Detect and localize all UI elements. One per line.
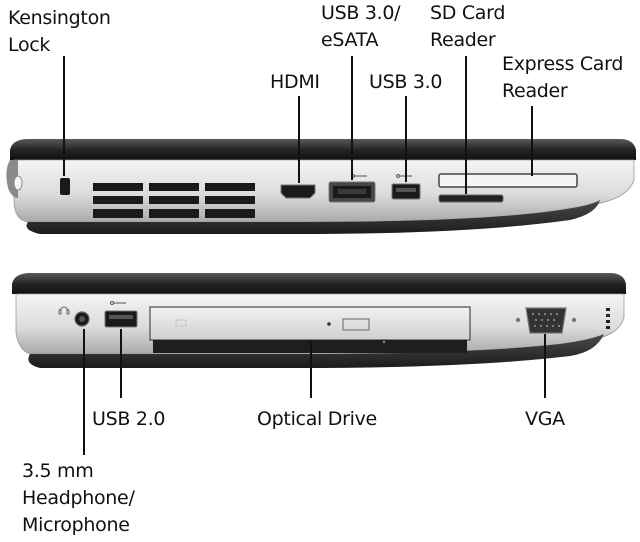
leader-lines	[63, 56, 546, 455]
headphone-icon	[58, 306, 70, 315]
optical-drive-tray	[149, 306, 471, 341]
bottom-lid	[12, 273, 626, 294]
label-vga: VGA	[525, 408, 565, 430]
usb-trident-icon	[110, 301, 126, 305]
label-hdmi: HDMI	[270, 71, 320, 93]
kensington-lock-icon	[60, 178, 70, 195]
label-optical-drive: Optical Drive	[257, 408, 377, 430]
top-lid	[10, 139, 636, 160]
bottom-view-right-side	[12, 273, 626, 368]
bottom-base	[28, 334, 604, 368]
hdmi-port	[280, 184, 316, 199]
label-usb3: USB 3.0	[369, 71, 443, 93]
top-view-left-side	[6, 139, 636, 234]
label-usb2: USB 2.0	[92, 408, 166, 430]
vent-grille	[93, 183, 255, 218]
label-usb3-esata: USB 3.0/eSATA	[321, 2, 401, 51]
vga-port-icon	[525, 307, 567, 334]
sd-card-slot	[438, 194, 504, 203]
express-card-slot	[438, 173, 578, 188]
top-base	[26, 200, 600, 234]
